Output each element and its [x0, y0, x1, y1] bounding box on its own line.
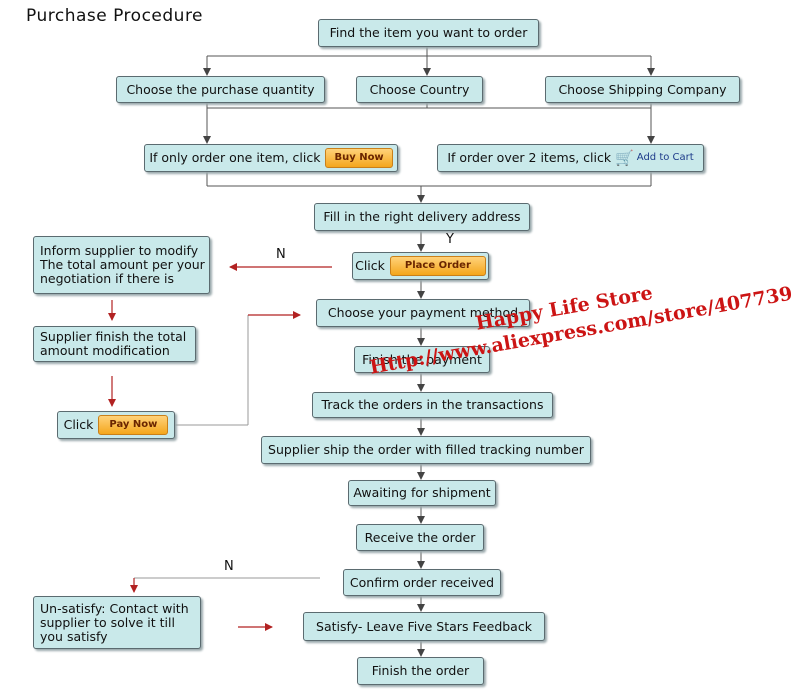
- step-finish-order: Finish the order: [357, 657, 484, 685]
- step-choose-shipping-label: Choose Shipping Company: [558, 81, 727, 97]
- step-supplier-ship: Supplier ship the order with filled trac…: [261, 436, 591, 464]
- step-fill-address: Fill in the right delivery address: [314, 203, 530, 231]
- step-find-item: Find the item you want to order: [318, 19, 539, 47]
- step-choose-country-label: Choose Country: [369, 81, 470, 97]
- step-confirm-received: Confirm order received: [343, 569, 501, 596]
- step-payment-method: Choose your payment method: [316, 299, 530, 327]
- step-satisfy-label: Satisfy- Leave Five Stars Feedback: [316, 618, 532, 634]
- step-receive-order-label: Receive the order: [364, 529, 476, 545]
- step-fill-address-label: Fill in the right delivery address: [323, 209, 521, 224]
- page-title: Purchase Procedure: [26, 6, 204, 26]
- step-choose-country: Choose Country: [356, 76, 483, 103]
- side-unsatisfy-label: Un-satisfy: Contact with supplier to sol…: [40, 600, 189, 644]
- step-confirm-received-label: Confirm order received: [349, 574, 495, 590]
- step-receive-order: Receive the order: [356, 524, 484, 551]
- side-inform-supplier: Inform supplier to modify The total amou…: [33, 236, 210, 294]
- step-awaiting-shipment: Awaiting for shipment: [348, 480, 496, 506]
- side-supplier-finish: Supplier finish the total amount modific…: [33, 326, 196, 362]
- step-choose-quantity-label: Choose the purchase quantity: [126, 81, 315, 97]
- place-order-button[interactable]: Place Order: [389, 256, 486, 276]
- add-to-cart-button[interactable]: 🛒 Add to Cart: [615, 149, 694, 167]
- shopping-cart-icon: 🛒: [615, 149, 634, 167]
- no-label-1: N: [276, 247, 286, 262]
- add-to-cart-label: Add to Cart: [636, 152, 694, 163]
- pay-now-button[interactable]: Pay Now: [98, 415, 169, 435]
- flow-connectors: [108, 46, 655, 657]
- click-label: Click: [355, 258, 385, 273]
- side-unsatisfy: Un-satisfy: Contact with supplier to sol…: [33, 596, 201, 649]
- step-find-item-label: Find the item you want to order: [329, 25, 528, 40]
- side-click-label: Click: [63, 417, 94, 432]
- order-one-label: If only order one item, click: [149, 150, 321, 165]
- step-place-order: Click Place Order: [352, 252, 489, 280]
- step-finish-order-label: Finish the order: [371, 663, 470, 678]
- step-track-orders: Track the orders in the transactions: [312, 392, 553, 418]
- step-track-orders-label: Track the orders in the transactions: [321, 397, 544, 412]
- order-multi-label: If order over 2 items, click: [447, 150, 612, 165]
- side-pay-now: Click Pay Now: [57, 411, 175, 439]
- side-inform-supplier-label: Inform supplier to modify The total amou…: [40, 243, 205, 286]
- step-payment-method-label: Choose your payment method: [327, 305, 519, 320]
- step-finish-payment-label: Finish the payment: [362, 351, 482, 367]
- no-label-2: N: [224, 559, 234, 574]
- yes-label: Y: [446, 232, 454, 247]
- step-order-multi: If order over 2 items, click 🛒 Add to Ca…: [437, 144, 704, 172]
- step-satisfy: Satisfy- Leave Five Stars Feedback: [303, 612, 545, 641]
- buy-now-button[interactable]: Buy Now: [325, 148, 393, 168]
- step-supplier-ship-label: Supplier ship the order with filled trac…: [268, 442, 584, 457]
- step-finish-payment: Finish the payment: [354, 346, 490, 373]
- side-supplier-finish-label: Supplier finish the total amount modific…: [40, 329, 187, 358]
- step-awaiting-shipment-label: Awaiting for shipment: [353, 485, 491, 500]
- step-choose-quantity: Choose the purchase quantity: [116, 76, 325, 103]
- step-choose-shipping: Choose Shipping Company: [545, 76, 740, 103]
- step-order-one: If only order one item, click Buy Now: [144, 144, 398, 172]
